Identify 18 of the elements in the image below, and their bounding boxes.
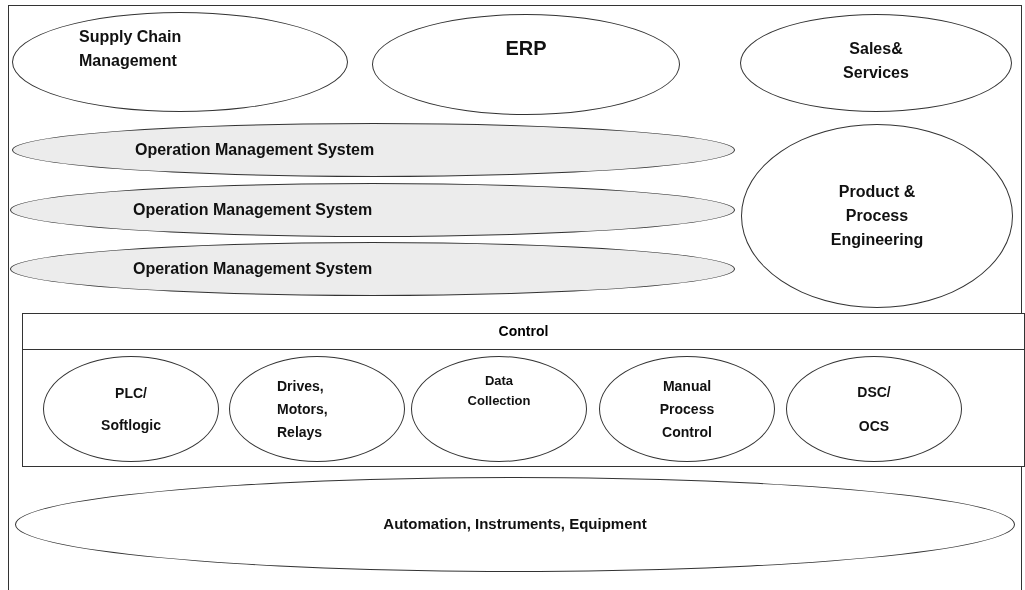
node-label: DSC/ OCS xyxy=(856,383,892,436)
node-label: Data Collection xyxy=(466,372,532,410)
node-label: Drives, Motors, Relays xyxy=(277,376,329,442)
node-label: Operation Management System xyxy=(133,200,373,220)
node-label: Supply Chain Management xyxy=(79,27,183,71)
node-label: Operation Management System xyxy=(135,140,375,160)
node-label: Operation Management System xyxy=(133,259,373,279)
box-heading: Control xyxy=(498,322,549,341)
ellipse xyxy=(10,242,735,296)
node-label: PLC/ Softlogic xyxy=(100,384,162,435)
node-label: Sales& Services xyxy=(842,39,910,83)
ellipse xyxy=(10,183,735,237)
node-label: ERP xyxy=(505,36,547,61)
node-label: Automation, Instruments, Equipment xyxy=(383,514,647,535)
node-label: Manual Process Control xyxy=(658,376,716,442)
node-label: Product & Process Engineering xyxy=(829,182,925,250)
control-box xyxy=(22,313,1025,467)
ellipse xyxy=(12,123,735,177)
